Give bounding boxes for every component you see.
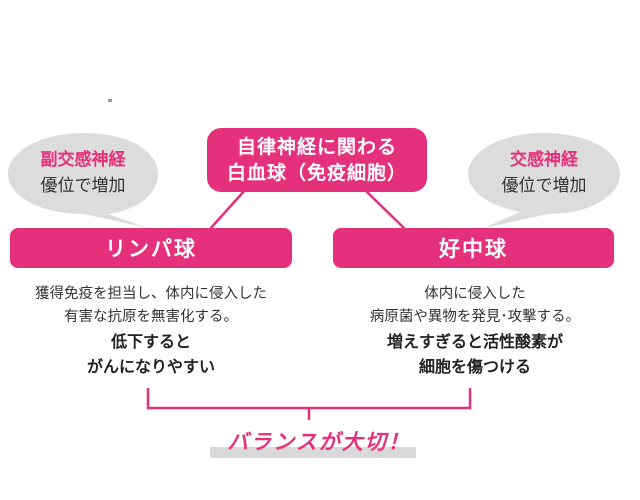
bottom-bracket (146, 388, 472, 420)
lymphocyte-bold-line2: がんになりやすい (86, 357, 215, 376)
right-speech-bubble (468, 133, 620, 228)
sympathetic-label: 交感神経 (510, 150, 578, 170)
neutrophil-bold-line1: 増えすぎると活性酸素が (386, 332, 563, 351)
conclusion-text: バランスが大切！ (227, 430, 411, 454)
lymphocyte-bold-line1: 低下すると (110, 332, 191, 351)
left-bubble-text: 副交感神経 優位で増加 (13, 147, 153, 199)
lymphocyte-desc-line1: 獲得免疫を担当し、体内に侵入した (35, 286, 267, 302)
white-blood-cell-box: 自律神経に関わる 白血球（免疫細胞） (207, 128, 427, 192)
neutrophil-title: 好中球 (439, 237, 508, 261)
parasympathetic-label: 副交感神経 (40, 150, 126, 170)
top-box-line1: 自律神経に関わる (236, 136, 397, 158)
left-bubble-line2: 優位で増加 (40, 176, 126, 196)
lymphocyte-desc-line2: 有害な抗原を無害化する。 (64, 309, 238, 325)
left-speech-bubble (8, 133, 158, 228)
connector-left (209, 189, 246, 230)
lymphocyte-description: 獲得免疫を担当し、体内に侵入した 有害な抗原を無害化する。 低下すると がんにな… (6, 283, 296, 379)
lymphocyte-title: リンパ球 (105, 237, 197, 261)
top-box-line2: 白血球（免疫細胞） (226, 162, 407, 184)
right-bubble-text: 交感神経 優位で増加 (474, 147, 614, 199)
neutrophil-desc-line2: 病原菌や異物を発見･攻撃する。 (369, 309, 581, 325)
conclusion-highlight (210, 447, 416, 458)
neutrophil-bar: 好中球 (333, 228, 614, 268)
neutrophil-bold-line2: 細胞を傷つける (418, 357, 531, 376)
right-bubble-line2: 優位で増加 (501, 176, 587, 196)
tiny-mark (108, 99, 112, 102)
neutrophil-desc-line1: 体内に侵入した (424, 286, 526, 302)
connector-right (364, 189, 406, 230)
lymphocyte-bar: リンパ球 (10, 228, 292, 268)
neutrophil-description: 体内に侵入した 病原菌や異物を発見･攻撃する。 増えすぎると活性酸素が 細胞を傷… (330, 283, 620, 379)
